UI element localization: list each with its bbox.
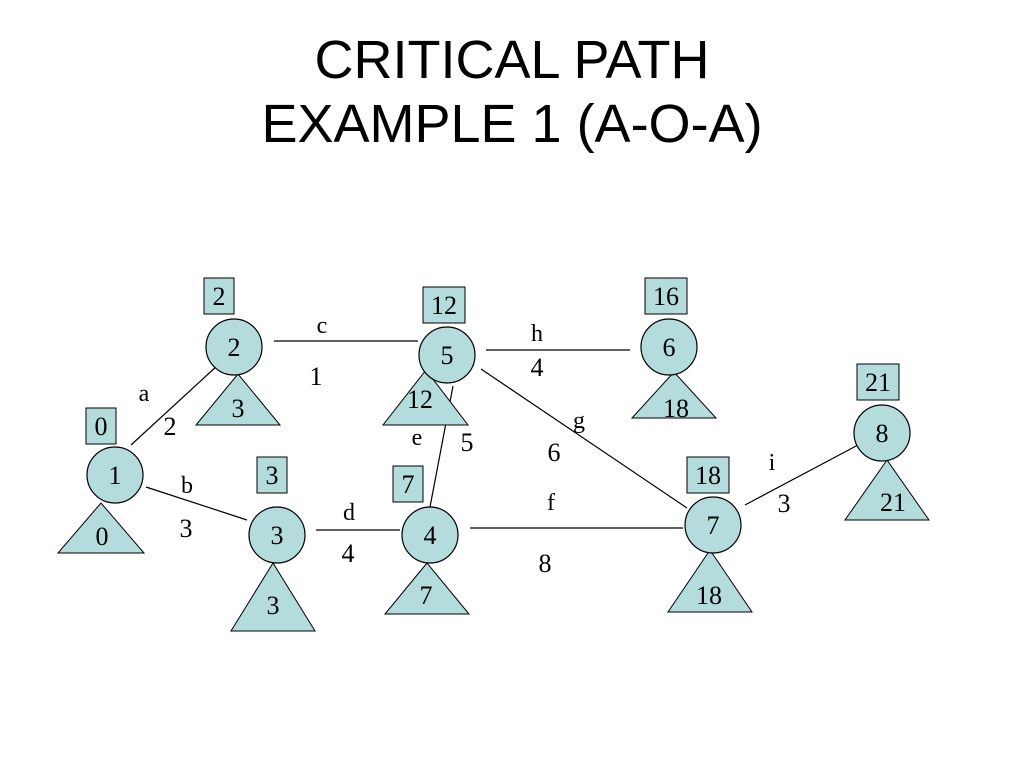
late-start-value-3: 3 — [267, 591, 280, 620]
event-node-5 — [418, 326, 476, 384]
late-start-value-6: 18 — [663, 394, 689, 423]
event-number-6: 6 — [663, 333, 676, 362]
event-number-8: 8 — [876, 419, 889, 448]
early-start-box-3 — [256, 456, 288, 494]
activity-duration-f: 8 — [539, 549, 552, 578]
title-line-1: CRITICAL PATH — [314, 30, 710, 90]
early-start-value-7: 18 — [695, 461, 721, 490]
event-node-8 — [853, 404, 911, 462]
event-node-1 — [86, 446, 144, 504]
early-start-value-6: 16 — [653, 282, 679, 311]
activity-label-e: e — [412, 425, 423, 451]
activity-label-b: b — [181, 473, 193, 499]
early-start-value-5: 12 — [431, 291, 457, 320]
early-start-box-8 — [856, 363, 900, 401]
activity-arrow-i — [744, 444, 859, 506]
event-node-7 — [684, 496, 742, 554]
early-start-box-4 — [392, 465, 424, 503]
activity-duration-d: 4 — [342, 539, 355, 568]
event-number-2: 2 — [228, 333, 241, 362]
event-number-1: 1 — [109, 461, 122, 490]
late-start-value-2: 3 — [232, 394, 245, 423]
late-start-triangle-2 — [194, 373, 282, 426]
activity-duration-h: 4 — [531, 353, 544, 382]
early-start-box-5 — [422, 286, 466, 324]
activity-label-d: d — [343, 500, 355, 526]
late-start-value-8: 21 — [880, 488, 906, 517]
page-title: CRITICAL PATH EXAMPLE 1 (A-O-A) — [0, 28, 1024, 156]
early-start-box-2 — [203, 277, 235, 315]
activity-duration-g: 6 — [548, 438, 561, 467]
activity-duration-c: 1 — [310, 362, 323, 391]
late-start-triangle-8 — [844, 459, 930, 521]
activity-duration-e: 5 — [461, 428, 474, 457]
activity-arrow-a — [130, 364, 219, 446]
late-start-triangle-7 — [667, 549, 753, 613]
late-start-triangle-4 — [383, 562, 471, 615]
activity-label-c: c — [317, 313, 328, 339]
early-start-value-1: 0 — [95, 412, 108, 441]
event-node-3 — [248, 506, 306, 564]
event-node-6 — [640, 318, 698, 376]
event-node-4 — [401, 506, 459, 564]
late-start-triangle-6 — [630, 371, 718, 419]
event-node-2 — [205, 318, 263, 376]
early-start-value-2: 2 — [213, 282, 226, 311]
early-start-box-6 — [644, 277, 688, 315]
late-start-triangle-3 — [230, 562, 316, 632]
early-start-value-3: 3 — [266, 461, 279, 490]
activity-label-f: f — [547, 490, 555, 516]
early-start-box-7 — [686, 456, 730, 494]
early-start-value-4: 7 — [402, 470, 415, 499]
activity-arrow-b — [145, 486, 248, 521]
late-start-value-5: 12 — [407, 385, 433, 414]
event-number-5: 5 — [441, 341, 454, 370]
title-line-2: EXAMPLE 1 (A-O-A) — [261, 94, 763, 154]
activity-label-a: a — [139, 381, 150, 407]
activity-duration-a: 2 — [164, 412, 177, 441]
late-start-triangle-1 — [56, 502, 146, 554]
late-start-value-1: 0 — [96, 522, 109, 551]
activity-label-g: g — [573, 408, 585, 434]
activity-arrow-g — [480, 368, 688, 509]
event-number-7: 7 — [707, 511, 720, 540]
event-number-4: 4 — [424, 521, 437, 550]
early-start-box-1 — [85, 407, 117, 445]
early-start-value-8: 21 — [865, 368, 891, 397]
late-start-value-4: 7 — [420, 581, 433, 610]
event-number-3: 3 — [271, 521, 284, 550]
activity-label-h: h — [531, 321, 543, 347]
late-start-triangle-5 — [381, 369, 470, 426]
activity-duration-i: 3 — [778, 489, 791, 518]
activity-label-i: i — [769, 450, 776, 476]
activity-duration-b: 3 — [180, 514, 193, 543]
late-start-value-7: 18 — [696, 581, 722, 610]
